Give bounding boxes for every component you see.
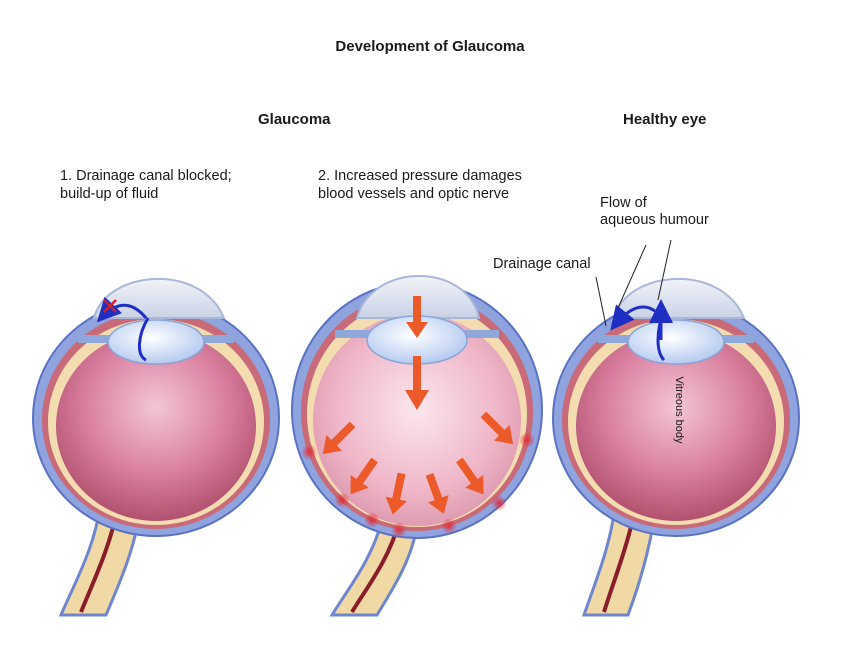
pressure-arrow xyxy=(405,356,429,410)
pressure-arrow xyxy=(385,472,407,515)
vitreous-body xyxy=(576,331,776,521)
caption-step-2-line-2: blood vessels and optic nerve xyxy=(318,186,510,202)
cornea xyxy=(612,277,746,319)
header-healthy-eye: Healthy eye xyxy=(623,111,707,128)
diagram-title: Development of Glaucoma xyxy=(335,38,525,55)
pressure-arrows xyxy=(322,296,514,515)
label-flow-of-aqueous-humour: Flow of aqueous humour xyxy=(600,195,709,229)
damage-spot xyxy=(301,444,317,460)
optic-nerve xyxy=(329,518,419,617)
caption-step-1-line-2: build-up of fluid xyxy=(60,186,159,202)
damage-spot xyxy=(519,432,535,448)
label-flow-line-2: aqueous humour xyxy=(600,212,709,228)
vitreous-body xyxy=(56,331,256,521)
caption-step-1-line-1: 1. Drainage canal blocked; xyxy=(60,168,232,184)
pressure-arrow xyxy=(350,457,378,495)
leader-line-flow-1 xyxy=(657,239,672,301)
label-vitreous-body: Vitreous body xyxy=(673,376,685,444)
leader-line-drainage xyxy=(595,276,607,327)
eye-healthy: Vitreous body xyxy=(552,239,800,617)
pressure-arrow xyxy=(456,457,484,495)
blocked-x-icon xyxy=(103,299,117,313)
header-glaucoma: Glaucoma xyxy=(258,111,331,128)
damage-spot xyxy=(441,518,457,534)
eye-blocked-drainage xyxy=(32,277,280,617)
damage-spot xyxy=(334,492,350,508)
caption-step-2-line-1: 2. Increased pressure damages xyxy=(318,168,522,184)
label-drainage-canal: Drainage canal xyxy=(493,256,591,272)
lens xyxy=(107,319,205,365)
damage-spot xyxy=(491,495,507,511)
damage-spot xyxy=(364,512,380,528)
pressure-arrow xyxy=(322,421,356,455)
aqueous-flow-arrow xyxy=(101,305,150,362)
lens xyxy=(627,319,725,365)
caption-step-1: 1. Drainage canal blocked; build-up of f… xyxy=(60,167,232,203)
cornea xyxy=(92,277,226,319)
pressure-arrow xyxy=(480,411,514,445)
leader-line-flow-2 xyxy=(617,244,647,309)
pressure-arrow xyxy=(425,472,449,514)
caption-step-2: 2. Increased pressure damages blood vess… xyxy=(318,167,522,203)
damage-spot xyxy=(391,522,407,538)
damage-spots xyxy=(301,432,535,538)
pressure-arrow xyxy=(406,296,428,338)
label-flow-line-1: Flow of xyxy=(600,195,647,211)
eye-pressure-damage xyxy=(291,275,543,617)
